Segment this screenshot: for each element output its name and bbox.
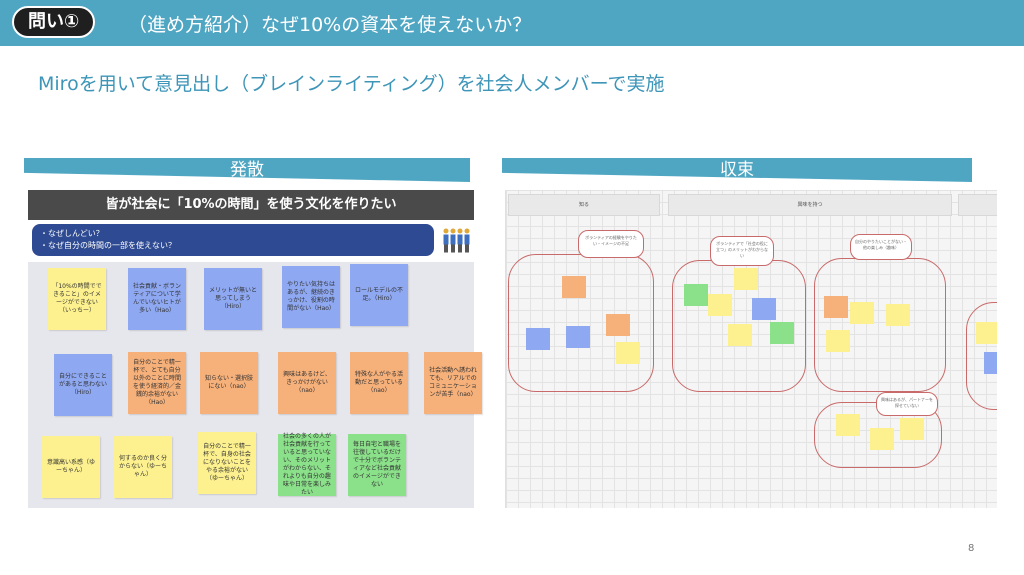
- page-number: 8: [968, 543, 975, 554]
- sticky-note: やりたい気持ちはあるが、継続のきっかけ、役割の時間がない（Hao）: [282, 266, 340, 328]
- sticky-note: 毎日自宅と職場を往復しているだけで十分でボランティアなど社会貢献のイメージができ…: [348, 434, 406, 496]
- mini-sticky: [870, 428, 894, 450]
- column-header: 知る: [508, 194, 660, 216]
- divergence-board-screenshot: 皆が社会に「10%の時間」を使う文化を作りたい ・なぜしんどい？ ・なぜ自分の時…: [28, 190, 482, 508]
- column-header: [958, 194, 997, 216]
- header-bar: 問い① （進め方紹介）なぜ10%の資本を使えないか？: [0, 0, 1024, 46]
- mini-sticky: [752, 298, 776, 320]
- cluster-ring: [814, 258, 946, 392]
- sticky-board: 「10%の時間でできること」のイメージができない（いっちー） 社会貢献・ボランティ…: [28, 262, 482, 508]
- sticky-note: 社会活動へ誘われても、リアルでのコミュニケーションが苦手（nao）: [424, 352, 482, 414]
- mini-sticky: [836, 414, 860, 436]
- board-heading: 皆が社会に「10%の時間」を使う文化を作りたい: [28, 190, 474, 220]
- mini-sticky: [616, 342, 640, 364]
- sticky-note: 自分のことで精一杯で、自身の社会になりないことをやる余裕がない（ゆーちゃん）: [198, 432, 256, 494]
- mini-sticky: [850, 302, 874, 324]
- cluster-bubble: 興味はあるが、パートナーを探せていない: [876, 392, 938, 416]
- sticky-note: 自分にできることがあると思わない（Hiro）: [54, 354, 112, 416]
- sticky-note: ロールモデルの不足。（Hiro）: [350, 264, 408, 326]
- cluster-bubble: ボランティアの経験をやりたい・イメージの不足: [578, 230, 644, 258]
- mini-sticky: [708, 294, 732, 316]
- mini-sticky: [770, 322, 794, 344]
- sticky-note: 特殊な人がやる活動だと思っている（nao）: [350, 352, 408, 414]
- subtitle: Miroを用いて意見出し（ブレインライティング）を社会人メンバーで実施: [38, 73, 665, 95]
- mini-sticky: [562, 276, 586, 298]
- question-line: ・なぜしんどい？: [40, 229, 104, 238]
- banner-convergence: 収束: [502, 158, 972, 182]
- header-title: （進め方紹介）なぜ10%の資本を使えないか？: [128, 14, 532, 36]
- mini-sticky: [826, 330, 850, 352]
- mini-sticky: [606, 314, 630, 336]
- sticky-note: 興味はあるけど、きっかけがない（nao）: [278, 352, 336, 414]
- sticky-note: メリットが無いと思ってしまう（Hiro）: [204, 268, 262, 330]
- mini-sticky: [976, 322, 997, 344]
- mini-sticky: [984, 352, 997, 374]
- question-box: ・なぜしんどい？ ・なぜ自分の時間の一部を使えない？: [32, 224, 434, 256]
- mini-sticky: [728, 324, 752, 346]
- people-icon: [442, 226, 472, 254]
- convergence-board-screenshot: 知る 興味を持つ ボランティアの経験をやりたい・イメージの不足 ボランティアで「…: [505, 190, 997, 508]
- mini-sticky: [900, 418, 924, 440]
- question-badge: 問い①: [12, 6, 96, 38]
- mini-sticky: [566, 326, 590, 348]
- mini-sticky: [886, 304, 910, 326]
- sticky-note: 「10%の時間でできること」のイメージができない（いっちー）: [48, 268, 106, 330]
- banner-divergence: 発散: [24, 158, 470, 182]
- sticky-note: 社会の多くの人が社会貢献を行っていると思っていない、そのメリットがわからない、そ…: [278, 433, 336, 496]
- sticky-note: 社会貢献・ボランティアについて学んでいないヒトが多い（Hao）: [128, 268, 186, 330]
- question-line: ・なぜ自分の時間の一部を使えない？: [40, 241, 176, 250]
- column-header: 興味を持つ: [668, 194, 952, 216]
- sticky-note: 何するのか良く分からない（ゆーちゃん）: [114, 436, 172, 498]
- mini-sticky: [684, 284, 708, 306]
- cluster-ring: [508, 254, 654, 392]
- sticky-note: 意識高い系感（ゆーちゃん）: [42, 436, 100, 498]
- mini-sticky: [526, 328, 550, 350]
- cluster-bubble: 自分のやりたいことがない・他の楽しみ（趣味）: [850, 234, 912, 260]
- sticky-note: 自分のことで精一杯で、とても自分以外のことに時間を使う経済的／金銭的余裕がない（…: [128, 352, 186, 414]
- mini-sticky: [824, 296, 848, 318]
- mini-sticky: [734, 268, 758, 290]
- cluster-bubble: ボランティアで「社会の役に立つ」のメリットがわからない: [710, 236, 774, 266]
- sticky-note: 知らない・選択肢にない（nao）: [200, 352, 258, 414]
